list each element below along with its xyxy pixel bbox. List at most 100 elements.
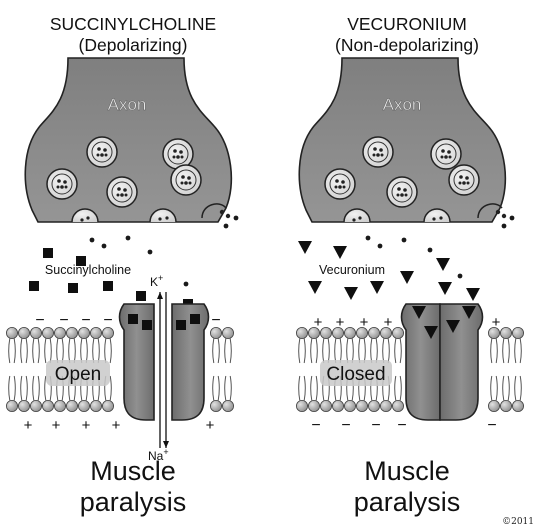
lipid-tail: [351, 338, 354, 364]
lipid-head: [319, 399, 332, 412]
lipid-tail: [229, 375, 232, 401]
vesicle: [46, 168, 78, 200]
lipid-tail: [56, 338, 59, 364]
lipid-head: [66, 326, 79, 339]
lipid-head: [343, 399, 356, 412]
lipid-tail: [20, 338, 23, 364]
lipid-tail: [229, 338, 232, 364]
vesicle: [448, 164, 480, 196]
vecuronium-triangle: [298, 241, 312, 254]
lipid-tail: [224, 338, 227, 364]
potassium-symbol: K: [150, 275, 158, 289]
lipid-tail: [394, 375, 397, 401]
lipid-tail: [358, 338, 361, 364]
vesicle: [430, 138, 462, 170]
lipid-tail: [97, 338, 100, 364]
charge-sign: −: [341, 417, 350, 434]
lipid-head: [42, 399, 55, 412]
lipid-tail: [507, 338, 510, 364]
succinylcholine-square: [136, 291, 146, 301]
lipid-tail: [315, 375, 318, 401]
lipid-tail: [334, 338, 337, 364]
lipid-tail: [8, 338, 11, 364]
lipid-head: [307, 326, 320, 339]
charge-sign: −: [35, 312, 44, 329]
lipid-head: [499, 326, 512, 339]
left-caption-line1: Muscle: [90, 456, 176, 486]
right-vecuronium-molecules: [298, 241, 480, 301]
lipid-tail: [85, 338, 88, 364]
vesicle: [362, 136, 394, 168]
charge-sign: −: [59, 312, 68, 329]
right-panel-title: VECURONIUM (Non-depolarizing): [276, 14, 536, 56]
lipid-tail: [519, 338, 522, 364]
lipid-tail: [73, 338, 76, 364]
lipid-head: [66, 399, 79, 412]
right-caption-line2: paralysis: [353, 487, 461, 517]
vecuronium-triangle: [438, 282, 452, 295]
lipid-tail: [25, 338, 28, 364]
lipid-tail: [109, 375, 112, 401]
lipid-head: [331, 399, 344, 412]
lipid-tail: [399, 338, 402, 364]
succinylcholine-square: [103, 281, 113, 291]
lipid-tail: [68, 338, 71, 364]
lipid-head: [17, 399, 30, 412]
charge-sign: −: [103, 312, 112, 329]
left-ion-sodium: Na+: [148, 447, 169, 463]
charge-sign: +: [336, 314, 345, 331]
right-top-charges: + + + + +: [314, 314, 501, 331]
lipid-tail: [49, 338, 52, 364]
lipid-tail: [495, 375, 498, 401]
lipid-tail: [363, 338, 366, 364]
lipid-tail: [37, 375, 40, 401]
lipid-tail: [298, 375, 301, 401]
lipid-tail: [327, 338, 330, 364]
succinylcholine-square: [29, 281, 39, 291]
lipid-tail: [25, 375, 28, 401]
lipid-head: [29, 326, 42, 339]
lipid-head: [221, 326, 234, 339]
right-fusing-vesicles: [343, 203, 507, 223]
vecuronium-triangle: [466, 288, 480, 301]
lipid-head: [78, 399, 91, 412]
lipid-head: [379, 399, 392, 412]
lipid-tail: [394, 338, 397, 364]
left-vesicles: [46, 136, 202, 208]
vesicle: [106, 176, 138, 208]
lipid-head: [512, 399, 525, 412]
potassium-charge: +: [158, 273, 163, 283]
lipid-tail: [382, 338, 385, 364]
lipid-tail: [310, 338, 313, 364]
charge-sign: −: [311, 417, 320, 434]
lipid-tail: [399, 375, 402, 401]
lipid-tail: [298, 338, 301, 364]
lipid-tail: [502, 338, 505, 364]
sodium-charge: +: [163, 447, 168, 457]
lipid-head: [295, 326, 308, 339]
lipid-tail: [495, 338, 498, 364]
charge-sign: −: [211, 312, 220, 329]
lipid-head: [54, 326, 67, 339]
charge-sign: +: [82, 417, 91, 434]
left-caption-line2: paralysis: [79, 487, 187, 517]
succinylcholine-square: [76, 256, 86, 266]
lipid-tail: [32, 338, 35, 364]
lipid-tail: [104, 338, 107, 364]
lipid-tail: [303, 338, 306, 364]
lipid-head: [487, 326, 500, 339]
lipid-head: [499, 399, 512, 412]
lipid-tail: [224, 375, 227, 401]
charge-sign: +: [24, 417, 33, 434]
vesicle: [386, 176, 418, 208]
lipid-head: [78, 326, 91, 339]
lipid-head: [90, 326, 103, 339]
vesicle: [86, 136, 118, 168]
copyright-text: ©2011: [502, 517, 534, 527]
right-caption-line1: Muscle: [364, 456, 450, 486]
right-title-drug: VECURONIUM: [347, 14, 467, 34]
right-channel-label-box: [320, 360, 392, 386]
lipid-head: [54, 399, 67, 412]
vecuronium-triangle: [333, 246, 347, 259]
lipid-tail: [507, 375, 510, 401]
